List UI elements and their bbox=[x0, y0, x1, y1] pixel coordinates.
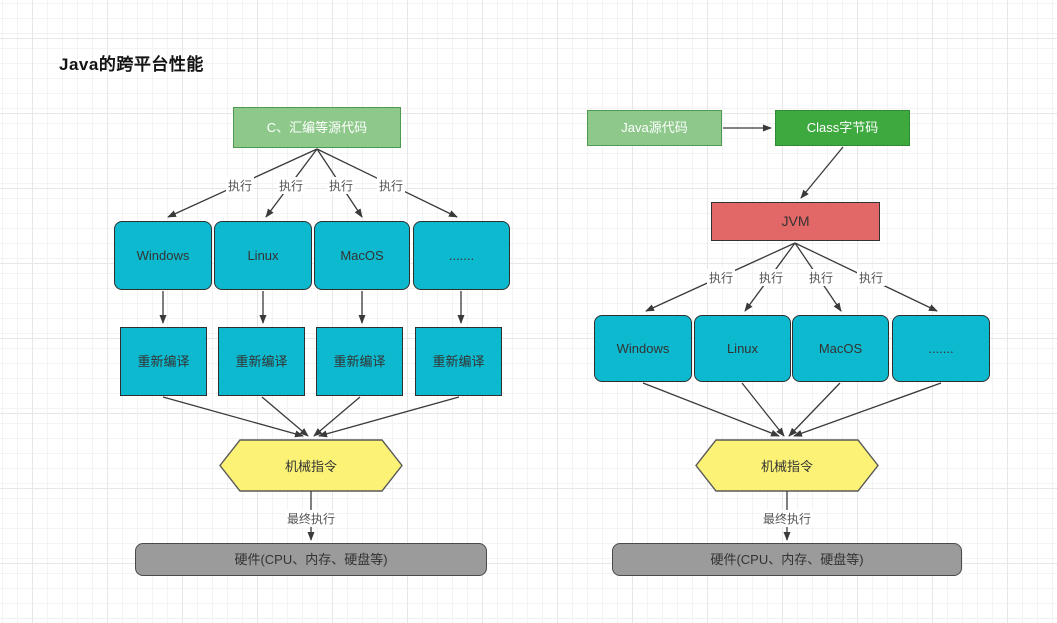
edge-label-execute: 执行 bbox=[277, 177, 306, 194]
arrow-recompile2-to-instruction bbox=[261, 396, 309, 437]
right-jvm-fan-arrows bbox=[645, 242, 938, 312]
right-converge-arrows bbox=[642, 382, 942, 437]
node-recompile-2[interactable]: 重新编译 bbox=[218, 327, 305, 396]
node-left-hardware[interactable]: 硬件(CPU、内存、硬盘等) bbox=[135, 543, 487, 576]
left-source-fan-arrows bbox=[167, 148, 458, 218]
node-right-macos[interactable]: MacOS bbox=[792, 315, 889, 382]
edge-label-execute: 执行 bbox=[857, 269, 886, 286]
arrow-recompile4-to-instruction bbox=[318, 396, 460, 438]
edge-label-execute: 执行 bbox=[807, 269, 836, 286]
left-converge-arrows bbox=[162, 396, 460, 438]
edge-label-execute: 执行 bbox=[707, 269, 736, 286]
edge-label-execute: 执行 bbox=[757, 269, 786, 286]
arrow-rwindows-to-instruction bbox=[642, 382, 780, 437]
arrow-rlinux-to-instruction bbox=[741, 382, 785, 437]
node-left-machine-instruction-label[interactable]: 机械指令 bbox=[284, 459, 337, 474]
node-recompile-1[interactable]: 重新编译 bbox=[120, 327, 207, 396]
page-title: Java的跨平台性能 bbox=[59, 55, 204, 74]
edge-label-final-execute: 最终执行 bbox=[760, 510, 814, 527]
arrow-bytecode-to-jvm bbox=[800, 146, 844, 199]
edge-label-execute: 执行 bbox=[226, 177, 255, 194]
node-left-macos[interactable]: MacOS bbox=[314, 221, 410, 290]
node-class-bytecode[interactable]: Class字节码 bbox=[775, 110, 910, 146]
node-left-others[interactable]: ....... bbox=[413, 221, 510, 290]
edge-label-execute: 执行 bbox=[377, 177, 406, 194]
node-left-windows[interactable]: Windows bbox=[114, 221, 212, 290]
node-right-others[interactable]: ....... bbox=[892, 315, 990, 382]
arrow-rmacos-to-instruction bbox=[788, 382, 841, 437]
node-java-source[interactable]: Java源代码 bbox=[587, 110, 722, 146]
node-left-source[interactable]: C、汇编等源代码 bbox=[233, 107, 401, 148]
node-recompile-4[interactable]: 重新编译 bbox=[415, 327, 502, 396]
node-recompile-3[interactable]: 重新编译 bbox=[316, 327, 403, 396]
node-right-hardware[interactable]: 硬件(CPU、内存、硬盘等) bbox=[612, 543, 962, 576]
edge-label-final-execute: 最终执行 bbox=[284, 510, 338, 527]
left-recompile-arrows bbox=[159, 291, 465, 324]
arrow-recompile3-to-instruction bbox=[313, 396, 361, 437]
arrow-recompile1-to-instruction bbox=[162, 396, 304, 438]
arrow-rothers-to-instruction bbox=[793, 382, 942, 437]
edge-label-execute: 执行 bbox=[327, 177, 356, 194]
node-jvm[interactable]: JVM bbox=[711, 202, 880, 241]
node-left-linux[interactable]: Linux bbox=[214, 221, 312, 290]
node-right-linux[interactable]: Linux bbox=[694, 315, 791, 382]
node-right-machine-instruction-label[interactable]: 机械指令 bbox=[760, 459, 813, 474]
node-right-windows[interactable]: Windows bbox=[594, 315, 692, 382]
